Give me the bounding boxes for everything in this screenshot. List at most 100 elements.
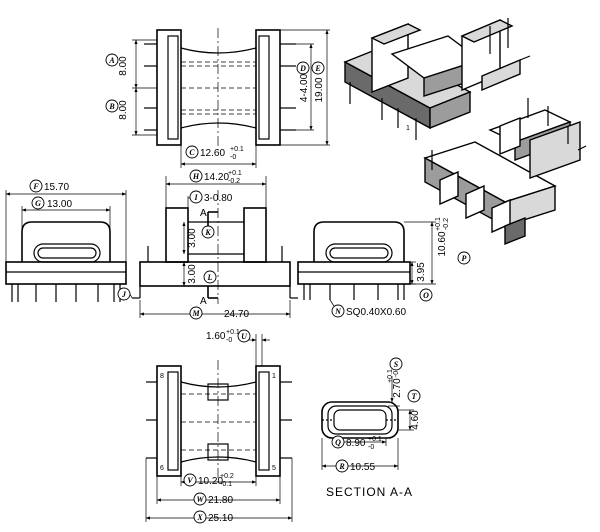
dim-S-value: 2.70 — [392, 378, 403, 398]
callout-K-letter: K — [204, 228, 211, 237]
dim-Q-tol-up: +0.1 — [368, 436, 382, 443]
callout-P: P — [457, 251, 471, 265]
dim-D-value: 4-4.00 — [299, 73, 310, 102]
callout-C: C — [185, 145, 199, 159]
dim-C-tol-dn: -0 — [230, 154, 236, 161]
callout-I-letter: I — [193, 193, 198, 202]
callout-L: L — [203, 270, 217, 284]
dim-X-value: 25.10 — [208, 513, 233, 524]
callout-T-letter: T — [412, 392, 418, 401]
dim-A-value: 8.00 — [118, 56, 129, 76]
dim-Q-tol-dn: -0 — [368, 444, 374, 451]
dim-V-value: 10.20 — [198, 476, 223, 487]
callout-M: M — [189, 306, 203, 320]
callout-K: K — [201, 225, 215, 239]
iso-pin-label: 1 — [406, 125, 410, 132]
section-title: SECTION A-A — [326, 485, 413, 499]
callout-J-letter: J — [121, 290, 127, 299]
iso-view-bottom — [423, 98, 587, 246]
callout-B-letter: B — [108, 102, 115, 111]
callout-Q-letter: Q — [335, 438, 341, 447]
callout-U: U — [237, 329, 251, 343]
callout-W-letter: W — [196, 495, 204, 504]
callout-D: D — [296, 61, 310, 75]
callout-J: J — [117, 287, 131, 301]
callout-S-letter: S — [394, 360, 399, 369]
callout-X: X — [193, 510, 207, 524]
callout-T: T — [407, 389, 421, 403]
dim-C-value: 12.60 — [200, 148, 225, 159]
callout-C-letter: C — [189, 148, 195, 157]
callout-A-letter: A — [108, 56, 115, 65]
callout-G-letter: G — [35, 199, 41, 208]
side-view — [129, 176, 298, 318]
callout-V: V — [183, 473, 197, 487]
dim-E-value: 19.00 — [314, 77, 325, 102]
callout-F-letter: F — [32, 182, 39, 191]
dim-K-value: 3.00 — [187, 228, 198, 248]
callout-Q: Q — [331, 435, 345, 449]
dim-W-value: 21.80 — [208, 495, 233, 506]
pin-number-6: 6 — [160, 465, 164, 472]
section-mark-top: A — [200, 208, 207, 219]
top-view — [132, 28, 330, 168]
dim-V-tol-up: +0.2 — [220, 473, 234, 480]
callout-P-letter: P — [462, 254, 467, 263]
callout-N: N — [331, 304, 345, 318]
front-view — [5, 190, 127, 302]
callout-O-letter: O — [423, 291, 429, 300]
end-view — [297, 221, 436, 307]
callout-I: I — [189, 190, 203, 204]
dim-H-value: 14.20 — [204, 172, 229, 183]
bottom-view — [145, 334, 293, 522]
callout-R-letter: R — [338, 462, 345, 471]
callout-D-letter: D — [299, 64, 306, 73]
top-view-right-flange — [255, 29, 281, 146]
callout-A: A — [105, 53, 119, 67]
pin-number-8: 8 — [160, 373, 164, 380]
dim-O-value: 3.95 — [416, 262, 427, 282]
dim-P-value: 10.60 — [437, 231, 448, 256]
iso-view-top — [343, 18, 531, 140]
callout-X-letter: X — [196, 513, 203, 522]
dim-H-tol-dn: -0.2 — [228, 178, 240, 185]
callout-M-letter: M — [191, 309, 200, 318]
callout-B: B — [105, 99, 119, 113]
dim-S-tol-up: +0.1 — [387, 369, 394, 383]
dim-C-tol-up: +0.1 — [230, 146, 244, 153]
dim-M-value: 24.70 — [224, 309, 249, 320]
callout-O: O — [419, 288, 433, 302]
dim-H-tol-up: +0.1 — [228, 170, 242, 177]
callout-W: W — [193, 492, 207, 506]
pin-number-1: 1 — [272, 373, 276, 380]
callout-S: S — [389, 357, 403, 371]
section-a-a — [321, 376, 414, 470]
section-mark-bottom: A — [200, 296, 207, 307]
callout-E: E — [311, 61, 325, 75]
dim-F-value: 15.70 — [44, 182, 69, 193]
dim-P-tol-dn: -0.2 — [443, 218, 450, 230]
dim-U-tol-dn: -0 — [226, 337, 232, 344]
callout-E-letter: E — [314, 64, 320, 73]
dim-B-value: 8.00 — [118, 100, 129, 120]
callout-L-letter: L — [207, 273, 213, 282]
dim-V-tol-dn: -0.1 — [220, 481, 232, 488]
callout-R: R — [335, 459, 349, 473]
dim-S-tol-dn: -0 — [393, 371, 400, 377]
dim-T-value: 4.60 — [410, 410, 421, 430]
dim-I-value: 3-0.80 — [204, 193, 233, 204]
callout-U-letter: U — [241, 332, 248, 341]
pin-number-5: 5 — [272, 465, 276, 472]
callout-H-letter: H — [192, 172, 200, 181]
dim-G-value: 13.00 — [47, 199, 72, 210]
top-view-left-flange — [156, 29, 182, 146]
callout-G: G — [31, 196, 45, 210]
callout-H: H — [189, 169, 203, 183]
dim-L-value: 3.00 — [187, 264, 198, 284]
dim-R-value: 10.55 — [350, 462, 375, 473]
callout-F: F — [29, 179, 43, 193]
dim-Q-value: 8.90 — [346, 438, 366, 449]
dim-U-value: 1.60 — [206, 331, 226, 342]
callout-V-letter: V — [187, 476, 193, 485]
